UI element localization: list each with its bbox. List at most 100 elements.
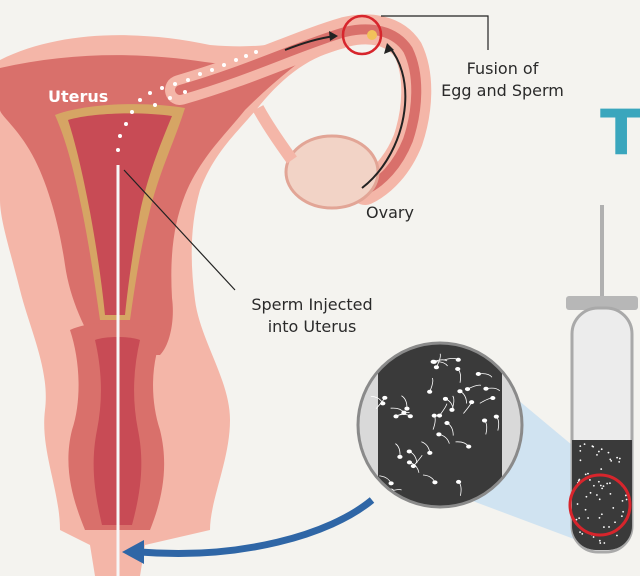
uterus-label: Uterus bbox=[48, 87, 109, 106]
tube-sperm-dot bbox=[575, 518, 578, 521]
sperm-head bbox=[455, 479, 462, 484]
tube-sperm-dot bbox=[607, 451, 610, 454]
sperm-tail bbox=[434, 361, 448, 367]
tube-sperm-dot bbox=[621, 499, 624, 502]
transfer-arrow bbox=[139, 497, 375, 557]
tube-sperm-dot bbox=[599, 484, 602, 487]
tube-sperm-dot bbox=[577, 480, 580, 482]
tube-sperm-dot bbox=[618, 460, 621, 463]
tube-sperm-dot bbox=[612, 507, 615, 509]
partial-title-letter: T bbox=[600, 96, 640, 169]
sperm-tail bbox=[390, 407, 405, 413]
fallopian-tube-inner bbox=[175, 24, 422, 195]
tube-sperm-dot bbox=[598, 498, 601, 501]
sample-highlight-ring bbox=[568, 473, 632, 537]
tube-sperm-dot bbox=[576, 503, 579, 505]
tube-sperm-dot bbox=[579, 449, 582, 452]
sperm-tail bbox=[479, 397, 493, 404]
tube-sperm-dot bbox=[608, 526, 610, 528]
tube-sperm-dot bbox=[592, 536, 595, 538]
tube-sperm-dot bbox=[618, 457, 621, 460]
test-tube bbox=[566, 296, 638, 554]
tube-sperm-dot bbox=[596, 494, 598, 496]
sperm-tail bbox=[467, 384, 482, 390]
tube-sperm-dot bbox=[579, 531, 581, 534]
tube-sperm-dot bbox=[584, 473, 587, 476]
tube-sperm-dot bbox=[603, 526, 605, 528]
sperm-tail bbox=[379, 475, 392, 484]
tube-sperm-dot bbox=[616, 456, 619, 459]
sperm-tail bbox=[455, 441, 470, 447]
sperm-tail bbox=[433, 359, 448, 363]
tube-sperm-dot bbox=[609, 492, 612, 495]
sperm-tail bbox=[451, 395, 455, 410]
sperm-tail bbox=[459, 390, 468, 404]
sperm-tail bbox=[457, 368, 461, 383]
tube-sperm-dot bbox=[603, 542, 606, 544]
tube-sperm-dot bbox=[581, 532, 584, 535]
sperm-head bbox=[433, 365, 440, 370]
sperm-tail bbox=[395, 443, 401, 457]
tube-sperm-dot bbox=[592, 484, 595, 487]
tube-sperm-dot bbox=[597, 480, 600, 483]
sperm-tail bbox=[429, 377, 434, 392]
tube-sperm-dot bbox=[584, 508, 587, 511]
fusion-label: Fusion of Egg and Sperm bbox=[430, 58, 575, 102]
sperm-tail bbox=[436, 353, 441, 368]
tube-sperm-dot bbox=[589, 479, 591, 481]
tube-sperm-dot bbox=[600, 448, 603, 451]
egg-path-arrow bbox=[361, 47, 407, 189]
tube-sperm-dot bbox=[592, 445, 595, 448]
sperm-head bbox=[493, 414, 499, 419]
tube-sperm-dot bbox=[602, 485, 605, 488]
tube-sperm-dot bbox=[579, 459, 582, 462]
tube-sperm-dot bbox=[578, 517, 581, 520]
tube-sperm-dot bbox=[598, 516, 601, 519]
sperm-tail bbox=[421, 441, 431, 453]
tube-sperm-dot bbox=[585, 495, 588, 498]
transfer-arrowhead bbox=[122, 540, 144, 564]
sperm-tail bbox=[485, 387, 501, 392]
sperm-tail bbox=[446, 422, 454, 436]
tube-sperm-dot bbox=[622, 510, 625, 513]
sperm-tail bbox=[496, 416, 500, 431]
tube-sperm-dot bbox=[598, 539, 601, 542]
sperm-label-line1: Sperm Injected bbox=[251, 295, 373, 314]
sperm-path-arrowhead bbox=[329, 31, 338, 41]
sperm-tail bbox=[478, 373, 493, 378]
fusion-label-line1: Fusion of bbox=[466, 59, 539, 78]
tube-sperm-dot bbox=[599, 542, 602, 544]
fusion-leader-line bbox=[381, 15, 489, 50]
fusion-label-line2: Egg and Sperm bbox=[441, 81, 564, 100]
sperm-injected-label: Sperm Injected into Uterus bbox=[232, 294, 392, 338]
tube-sperm-dot bbox=[578, 478, 581, 481]
tube-sperm-dot bbox=[616, 534, 618, 537]
sperm-tail bbox=[401, 395, 408, 409]
sperm-tail bbox=[438, 433, 450, 444]
ovary-label: Ovary bbox=[366, 203, 414, 222]
sperm-cells bbox=[116, 50, 258, 152]
sperm-tail bbox=[463, 401, 473, 414]
ovarian-ligament bbox=[252, 105, 297, 164]
sperm-head bbox=[455, 366, 461, 371]
sperm-tail bbox=[422, 474, 436, 483]
tube-sperm-dot bbox=[609, 458, 612, 461]
sperm-tail bbox=[413, 454, 423, 467]
tube-sperm-dot bbox=[614, 521, 616, 524]
tube-sperm-dot bbox=[600, 468, 603, 470]
tube-sperm-dot bbox=[583, 443, 586, 445]
tube-sperm-dot bbox=[610, 459, 613, 462]
tube-sperm-dot bbox=[606, 482, 609, 485]
tube-sperm-dot bbox=[587, 517, 590, 519]
egg bbox=[367, 30, 377, 40]
sperm-head bbox=[385, 490, 391, 495]
sperm-tail bbox=[444, 357, 459, 361]
tube-sperm-dot bbox=[587, 472, 589, 475]
magnifier-frame bbox=[356, 341, 524, 509]
sperm-tail bbox=[439, 403, 448, 416]
sperm-tail bbox=[484, 420, 488, 435]
sperm-injection-leader bbox=[123, 169, 236, 291]
sperm-label-line2: into Uterus bbox=[267, 317, 357, 336]
sperm-head bbox=[430, 359, 436, 364]
